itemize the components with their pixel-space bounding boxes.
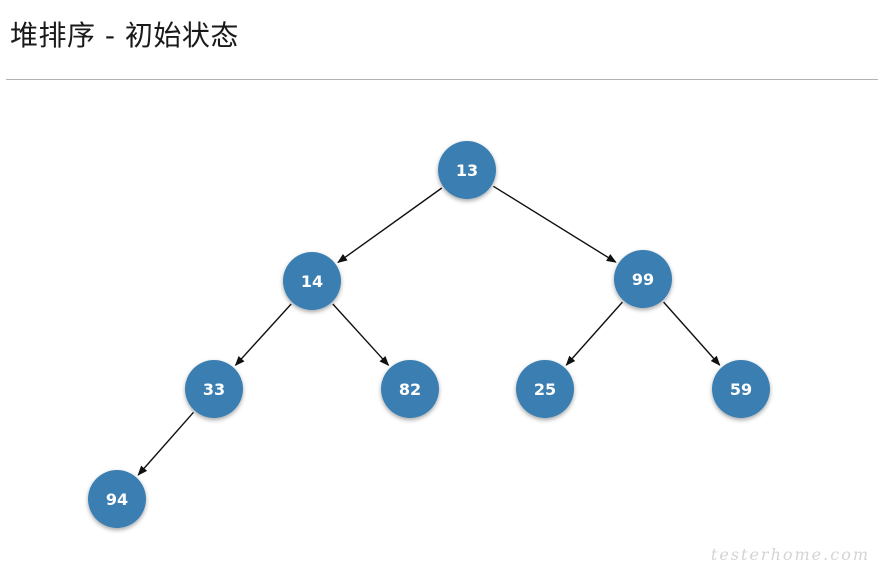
node-circle <box>516 360 574 418</box>
edge-n0-n2 <box>493 185 617 263</box>
tree-node-82: 82 <box>381 360 439 418</box>
node-circle <box>712 360 770 418</box>
page-title: 堆排序 - 初始状态 <box>10 19 239 52</box>
edge-n2-n6 <box>663 301 721 366</box>
node-circle <box>185 360 243 418</box>
tree-node-13: 13 <box>438 141 496 199</box>
node-value: 94 <box>106 490 128 509</box>
tree-node-25: 25 <box>516 360 574 418</box>
edge-n3-n7 <box>137 411 195 476</box>
node-circle <box>381 360 439 418</box>
tree-node-14: 14 <box>283 252 341 310</box>
watermark-text: testerhome.com <box>710 545 870 564</box>
node-value: 99 <box>632 270 654 289</box>
node-layer: 13 14 99 33 82 25 59 94 <box>88 141 770 528</box>
node-circle <box>614 250 672 308</box>
tree-node-59: 59 <box>712 360 770 418</box>
tree-node-99: 99 <box>614 250 672 308</box>
node-value: 33 <box>203 380 225 399</box>
tree-node-33: 33 <box>185 360 243 418</box>
node-value: 59 <box>730 380 752 399</box>
title-divider <box>6 79 878 80</box>
node-value: 82 <box>399 380 421 399</box>
edge-n0-n1 <box>337 187 443 263</box>
node-circle <box>88 470 146 528</box>
node-value: 25 <box>534 380 556 399</box>
edge-layer <box>137 185 721 476</box>
node-circle <box>283 252 341 310</box>
node-value: 13 <box>456 161 478 180</box>
edge-n2-n5 <box>565 301 623 366</box>
tree-node-94: 94 <box>88 470 146 528</box>
node-circle <box>438 141 496 199</box>
node-value: 14 <box>301 272 323 291</box>
edge-n1-n4 <box>332 303 390 367</box>
edge-n1-n3 <box>234 303 292 367</box>
